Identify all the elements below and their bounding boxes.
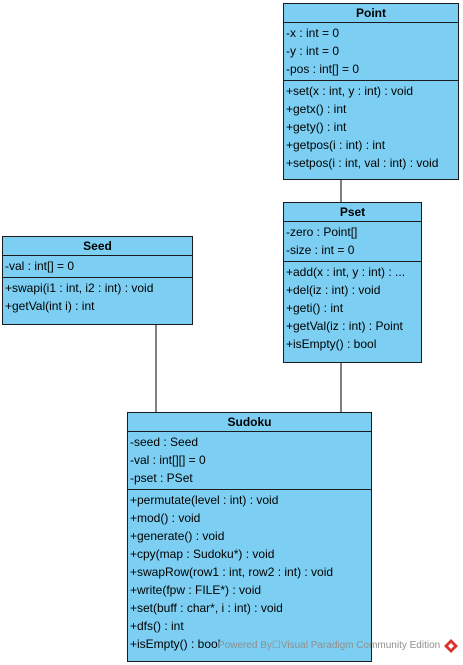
operation-isempty: +isEmpty() : bool	[130, 637, 221, 651]
operation-dfs: +dfs() : int	[130, 619, 184, 633]
operation-swaprow: +swapRow(row1 : int, row2 : int) : void	[130, 565, 334, 579]
class-point-operations: +set(x : int, y : int) : void +getx() : …	[284, 80, 458, 174]
operation-mod: +mod() : void	[130, 511, 201, 525]
attribute-y: -y : int = 0	[286, 44, 340, 58]
operation-permutate: +permutate(level : int) : void	[130, 493, 279, 507]
operation-set: +set(buff : char*, i : int) : void	[130, 601, 283, 615]
operation-gety: +gety() : int	[286, 120, 347, 134]
watermark-text: Powered By☐Visual Paradigm Community Edi…	[218, 640, 441, 651]
attribute-val: -val : int[][] = 0	[130, 453, 206, 467]
class-pset[interactable]: Pset -zero : Point[] -size : int = 0 +ad…	[283, 202, 422, 363]
class-point[interactable]: Point -x : int = 0 -y : int = 0 -pos : i…	[283, 3, 459, 180]
operation-swapi: +swapi(i1 : int, i2 : int) : void	[5, 281, 154, 295]
operation-write: +write(fpw : FILE*) : void	[130, 583, 262, 597]
operation-getpos: +getpos(i : int) : int	[286, 138, 386, 152]
class-sudoku-name: Sudoku	[128, 413, 371, 432]
operation-cpy: +cpy(map : Sudoku*) : void	[130, 547, 275, 561]
operation-getval: +getVal(int i) : int	[5, 299, 95, 313]
attribute-pset: -pset : PSet	[130, 471, 193, 485]
attribute-seed: -seed : Seed	[130, 435, 199, 449]
class-pset-operations: +add(x : int, y : int) : ... +del(iz : i…	[284, 261, 421, 355]
class-pset-name: Pset	[284, 203, 421, 222]
attribute-x: -x : int = 0	[286, 26, 340, 40]
attribute-zero: -zero : Point[]	[286, 225, 358, 239]
class-seed-operations: +swapi(i1 : int, i2 : int) : void +getVa…	[3, 277, 192, 317]
operation-isempty: +isEmpty() : bool	[286, 337, 377, 351]
class-sudoku-operations: +permutate(level : int) : void +mod() : …	[128, 489, 371, 655]
attribute-val: -val : int[] = 0	[5, 259, 75, 273]
attribute-pos: -pos : int[] = 0	[286, 62, 360, 76]
class-seed-name: Seed	[3, 237, 192, 256]
operation-del: +del(iz : int) : void	[286, 283, 381, 297]
visual-paradigm-logo-icon	[444, 639, 458, 653]
class-seed-attributes: -val : int[] = 0	[3, 256, 192, 277]
class-sudoku[interactable]: Sudoku -seed : Seed -val : int[][] = 0 -…	[127, 412, 372, 662]
class-seed[interactable]: Seed -val : int[] = 0 +swapi(i1 : int, i…	[2, 236, 193, 325]
class-sudoku-attributes: -seed : Seed -val : int[][] = 0 -pset : …	[128, 432, 371, 489]
operation-geti: +geti() : int	[286, 301, 344, 315]
class-pset-attributes: -zero : Point[] -size : int = 0	[284, 222, 421, 261]
operation-setpos: +setpos(i : int, val : int) : void	[286, 156, 439, 170]
operation-generate: +generate() : void	[130, 529, 225, 543]
class-point-name: Point	[284, 4, 458, 23]
operation-set: +set(x : int, y : int) : void	[286, 84, 414, 98]
operation-getval: +getVal(iz : int) : Point	[286, 319, 403, 333]
attribute-size: -size : int = 0	[286, 243, 355, 257]
operation-getx: +getx() : int	[286, 102, 347, 116]
class-point-attributes: -x : int = 0 -y : int = 0 -pos : int[] =…	[284, 23, 458, 80]
operation-add: +add(x : int, y : int) : ...	[286, 265, 406, 279]
